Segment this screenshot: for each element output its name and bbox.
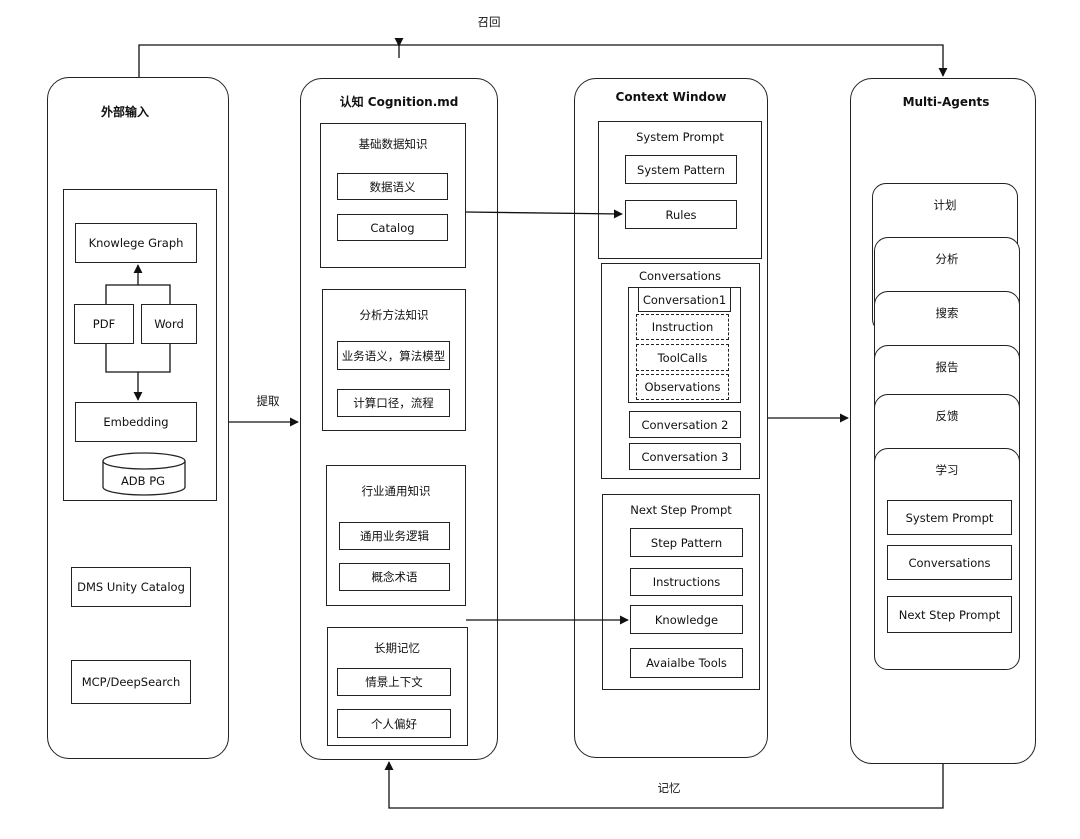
item-personal-preferences: 个人偏好 — [337, 709, 451, 738]
instructions-box: Instructions — [630, 568, 743, 596]
agent-card-report-label: 报告 — [935, 360, 959, 374]
flow-label-extract: 提取 — [256, 394, 280, 408]
embedding-box: Embedding — [75, 402, 197, 442]
agent-next-step-prompt-box: Next Step Prompt — [887, 596, 1012, 633]
word-box: Word — [141, 304, 197, 344]
agent-card-analysis-label: 分析 — [935, 252, 959, 266]
dms-unity-catalog-box: DMS Unity Catalog — [71, 567, 191, 607]
knowledge-graph-box: Knowlege Graph — [75, 223, 197, 263]
database-cylinder-icon — [102, 452, 186, 496]
group-title-analysis-method: 分析方法知识 — [359, 308, 429, 322]
group-title-system-prompt: System Prompt — [636, 130, 724, 144]
item-data-semantics: 数据语义 — [337, 173, 448, 200]
item-business-semantics-models: 业务语义，算法模型 — [337, 341, 450, 370]
available-tools-box: Avaialbe Tools — [630, 648, 743, 678]
group-title-conversations: Conversations — [638, 269, 722, 283]
group-title-long-term-memory: 长期记忆 — [374, 641, 420, 655]
toolcalls-box: ToolCalls — [636, 344, 729, 371]
knowledge-box: Knowledge — [630, 605, 743, 634]
lane-title-multi-agents: Multi-Agents — [902, 95, 990, 109]
lane-title-context-window: Context Window — [615, 90, 727, 104]
conversation1-box: Conversation1 — [638, 287, 731, 312]
group-title-next-step-prompt: Next Step Prompt — [630, 503, 732, 517]
item-catalog: Catalog — [337, 214, 448, 241]
group-system-prompt — [598, 121, 762, 259]
agent-card-search-label: 搜索 — [935, 306, 959, 320]
rules-box: Rules — [625, 200, 737, 229]
step-pattern-box: Step Pattern — [630, 528, 743, 557]
item-business-logic: 通用业务逻辑 — [339, 522, 450, 550]
mcp-deepsearch-box: MCP/DeepSearch — [71, 660, 191, 704]
group-title-industry: 行业通用知识 — [361, 484, 431, 498]
item-concepts-terms: 概念术语 — [339, 563, 450, 591]
pdf-box: PDF — [74, 304, 134, 344]
conversation3-box: Conversation 3 — [629, 443, 741, 470]
adb-pg-label: ADB PG — [120, 474, 166, 488]
agent-card-plan-label: 计划 — [933, 198, 957, 212]
item-calculation-process: 计算口径，流程 — [337, 389, 450, 417]
observations-box: Observations — [636, 374, 729, 400]
agent-card-feedback-label: 反馈 — [935, 409, 959, 423]
agent-card-learning-label: 学习 — [935, 463, 959, 477]
item-situational-context: 情景上下文 — [337, 668, 451, 696]
instruction-box: Instruction — [636, 314, 729, 340]
flow-label-recall: 召回 — [477, 15, 501, 29]
system-pattern-box: System Pattern — [625, 155, 737, 184]
agent-conversations-box: Conversations — [887, 545, 1012, 580]
conversation2-box: Conversation 2 — [629, 411, 741, 438]
agent-system-prompt-box: System Prompt — [887, 500, 1012, 535]
group-title-basic-data: 基础数据知识 — [358, 137, 428, 151]
lane-title-cognition: 认知 Cognition.md — [339, 95, 459, 109]
flow-label-memory: 记忆 — [657, 781, 681, 795]
lane-title-external: 外部输入 — [100, 105, 150, 119]
